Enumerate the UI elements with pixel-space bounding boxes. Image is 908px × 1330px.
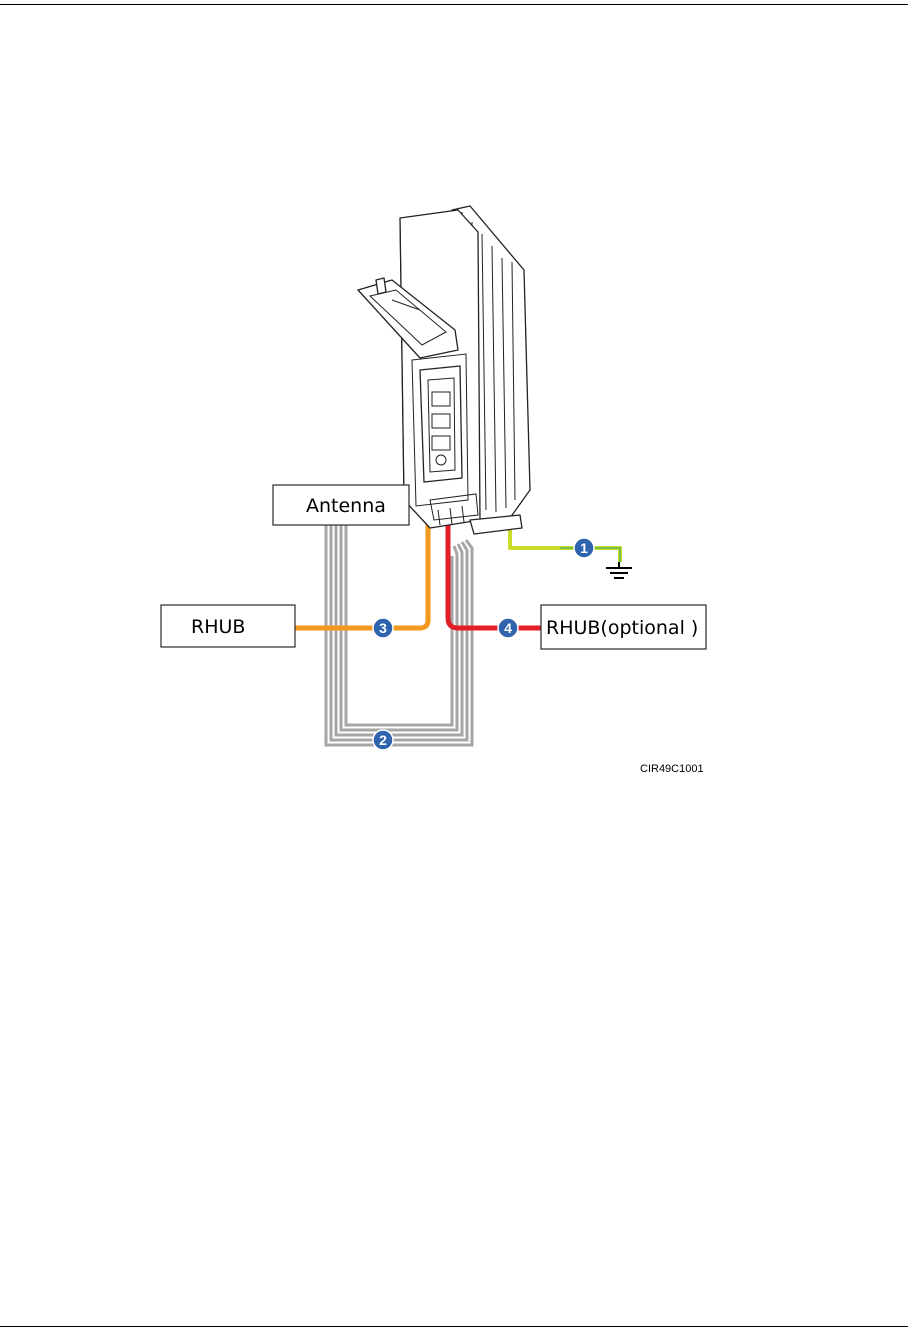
antenna-label: Antenna [306,495,386,517]
footer-rule [0,1326,908,1327]
antenna-label-box: Antenna [273,485,409,525]
rhub-label: RHUB [191,616,245,638]
callout-number-4: 4 [504,620,512,636]
rhub-label-box: RHUB [161,605,295,647]
ground-cable [510,510,620,562]
rhub-optional-label-box: RHUB(optional ) [541,605,706,649]
ground-icon [606,562,632,578]
callout-number-2: 2 [379,732,387,748]
rhub-optional-label: RHUB(optional ) [546,617,698,639]
callout-badge-1: 1 [574,538,594,558]
callout-number-1: 1 [580,540,588,556]
figure-code: CIR49C1001 [640,763,704,775]
callout-badge-4: 4 [498,618,518,638]
callout-number-3: 3 [379,620,387,636]
callout-badge-2: 2 [373,730,393,750]
callout-badge-3: 3 [373,618,393,638]
